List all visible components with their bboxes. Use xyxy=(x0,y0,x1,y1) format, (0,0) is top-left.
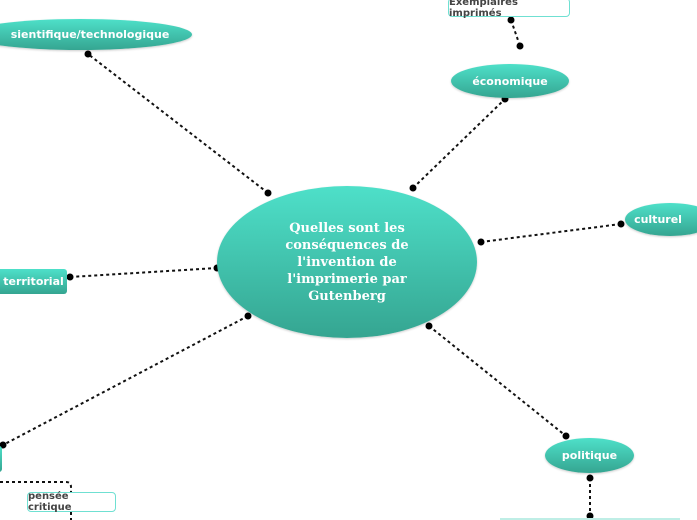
node-politique[interactable]: politique xyxy=(545,438,634,473)
node-label: Exemplaires imprimés xyxy=(449,0,518,19)
node-territorial[interactable]: territorial xyxy=(0,269,67,294)
node-economique[interactable]: économique xyxy=(451,64,569,98)
node-partial-left[interactable] xyxy=(0,446,2,472)
central-topic[interactable]: Quelles sont les conséquences de l'inven… xyxy=(217,186,477,338)
node-exemplaires-imprimes[interactable]: Exemplaires imprimés xyxy=(448,0,570,19)
node-scientifique[interactable]: sientifique/technologique xyxy=(0,19,192,50)
node-label: culturel xyxy=(634,213,682,226)
node-label: territorial xyxy=(3,275,64,288)
node-label: sientifique/technologique xyxy=(10,28,170,41)
node-culturel[interactable]: culturel xyxy=(625,203,697,236)
node-label: politique xyxy=(561,449,618,462)
central-topic-label: Quelles sont les conséquences de l'inven… xyxy=(285,220,409,304)
node-label: économique xyxy=(472,74,548,88)
node-pensee-critique[interactable]: pensée critique xyxy=(27,491,116,513)
node-label: pensée critique xyxy=(28,491,72,513)
